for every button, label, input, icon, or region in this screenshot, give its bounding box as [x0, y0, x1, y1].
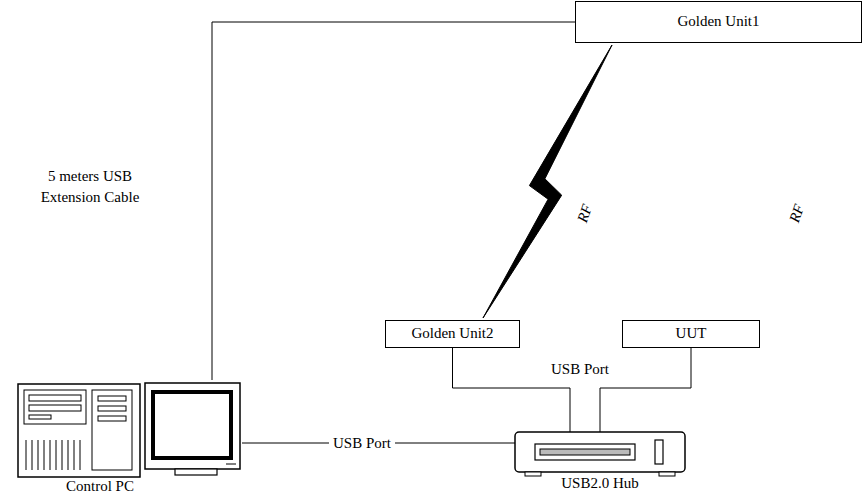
- node-text: Control PC: [10, 478, 190, 495]
- node-text: UUT: [676, 325, 707, 342]
- unit-box: UUT: [622, 320, 760, 348]
- edge-label: 5 meters USB Extension Cable: [25, 166, 155, 208]
- node-text: USB2.0 Hub: [505, 475, 695, 492]
- usb-cable: [600, 348, 691, 432]
- usb-hub-symbol: [515, 432, 685, 476]
- computer-monitor: [145, 383, 240, 475]
- node-text: Golden Unit1: [677, 13, 759, 30]
- edge-label: RF: [572, 201, 598, 225]
- edge-label: USB Port: [551, 359, 609, 380]
- unit-box: Golden Unit2: [385, 320, 520, 348]
- unit-box: Golden Unit1: [575, 1, 862, 43]
- usb-cable: [212, 22, 575, 380]
- computer-tower: [18, 384, 140, 477]
- control-pc: Control PC: [10, 380, 242, 497]
- rf-link: [483, 45, 612, 318]
- node-text: Golden Unit2: [411, 325, 493, 342]
- rf-label: RF: [784, 201, 810, 225]
- edge-label: USB Port: [329, 433, 395, 454]
- usb-hub: USB2.0 Hub: [505, 428, 695, 497]
